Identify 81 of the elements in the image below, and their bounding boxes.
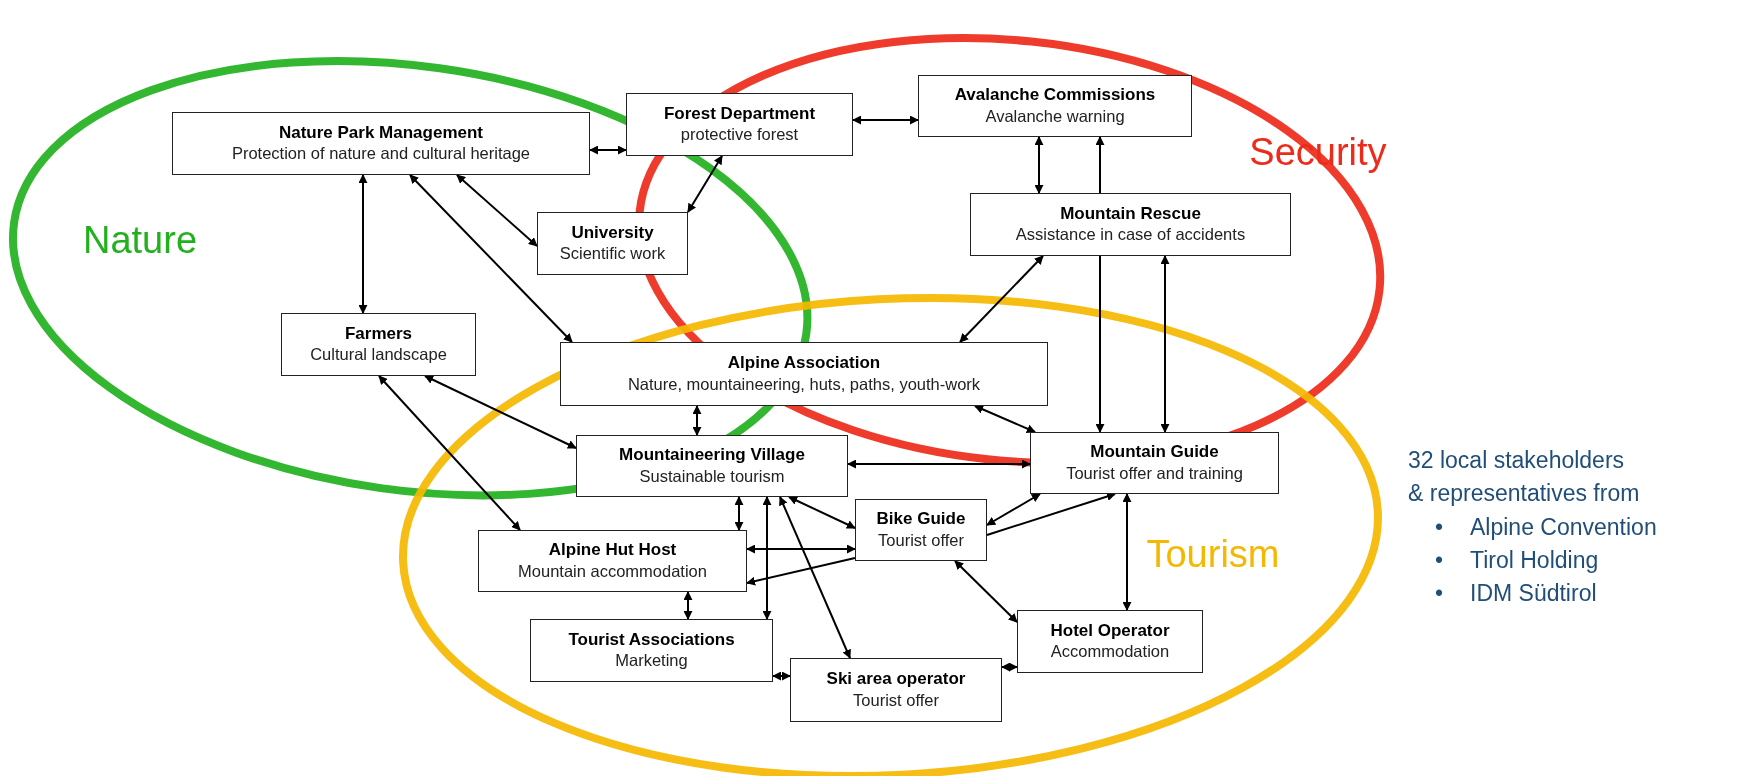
arrow xyxy=(852,115,919,125)
stakeholder-box xyxy=(970,193,1291,256)
arrow xyxy=(409,174,573,343)
domain-label: Tourism xyxy=(1146,535,1280,573)
stakeholder-role: Sustainable tourism xyxy=(639,465,785,487)
stakeholder-name: Mountain Rescue xyxy=(1060,204,1201,225)
arrow xyxy=(1160,255,1170,433)
stakeholder-role: Marketing xyxy=(615,650,688,671)
stakeholder-name: Forest Department xyxy=(663,104,816,125)
stakeholder-role: Assistance in case of accidents xyxy=(1015,224,1246,245)
arrow xyxy=(762,496,772,620)
note-text: & representatives from xyxy=(1408,479,1641,509)
arrow xyxy=(358,174,368,314)
bullet-item: IDM Südtirol xyxy=(1470,579,1597,609)
arrow xyxy=(986,492,1116,536)
stakeholder-box xyxy=(172,112,590,175)
arrow xyxy=(734,496,744,531)
stakeholder-name: University xyxy=(571,223,654,244)
bullet-item: Tirol Holding xyxy=(1470,546,1599,576)
stakeholder-name: Mountaineering Village xyxy=(619,445,805,466)
arrow xyxy=(959,255,1044,343)
stakeholder-box xyxy=(537,212,688,275)
stakeholder-name: Farmers xyxy=(344,324,413,345)
arrow xyxy=(746,557,856,586)
stakeholder-name: Alpine Association xyxy=(727,353,881,374)
stakeholder-name: Nature Park Management xyxy=(278,123,484,144)
domain-label: Nature xyxy=(82,221,197,259)
arrow xyxy=(456,174,538,247)
stakeholder-role: Mountain accommodation xyxy=(518,560,707,582)
arrow xyxy=(1095,136,1105,194)
stakeholder-role: Tourist offer xyxy=(878,529,964,551)
note-text: 32 local stakeholders xyxy=(1408,446,1626,475)
bullet-item: Alpine Convention xyxy=(1470,512,1657,542)
arrow xyxy=(974,405,1036,433)
stakeholder-role: protective forest xyxy=(680,124,799,145)
stakeholder-role: Cultural landscape xyxy=(310,344,447,365)
arrow xyxy=(954,560,1018,623)
stakeholder-role: Tourist offer xyxy=(853,689,939,711)
stakeholder-role: Tourist offer and training xyxy=(1066,462,1243,484)
arrow xyxy=(1095,255,1105,433)
arrow xyxy=(1034,136,1044,194)
stakeholder-name: Bike Guide xyxy=(876,509,966,530)
arrow xyxy=(687,155,723,213)
arrow xyxy=(772,671,791,681)
bullet-mark: • xyxy=(1433,579,1445,609)
arrow xyxy=(378,375,521,531)
bullet-mark: • xyxy=(1433,546,1445,576)
stakeholder-role: Scientific work xyxy=(559,243,666,264)
stakeholder-role: Protection of nature and cultural heritage xyxy=(231,143,531,164)
stakeholder-box xyxy=(790,658,1002,722)
arrow xyxy=(424,375,577,449)
stakeholder-role: Accommodation xyxy=(1050,641,1170,662)
arrow xyxy=(986,493,1041,526)
arrow xyxy=(683,591,693,620)
arrow xyxy=(589,145,627,155)
stakeholder-name: Alpine Hut Host xyxy=(548,540,677,561)
stakeholder-name: Ski area operator xyxy=(826,669,966,690)
arrow xyxy=(692,405,702,436)
arrow xyxy=(746,544,856,554)
stakeholder-box xyxy=(530,619,773,682)
stakeholder-name: Tourist Associations xyxy=(568,630,735,651)
stakeholder-box xyxy=(918,75,1192,137)
arrow xyxy=(847,459,1031,469)
stakeholder-name: Mountain Guide xyxy=(1090,442,1219,463)
arrow xyxy=(779,496,851,659)
arrow xyxy=(788,496,856,529)
arrow xyxy=(1122,493,1132,611)
stakeholder-box xyxy=(478,530,747,592)
stakeholder-name: Hotel Operator xyxy=(1050,621,1170,642)
arrow xyxy=(1001,662,1018,672)
stakeholder-role: Nature, mountaineering, huts, paths, youth-work xyxy=(627,373,981,395)
stakeholder-box xyxy=(855,499,987,561)
stakeholder-box xyxy=(560,342,1048,406)
stakeholder-box xyxy=(1030,432,1279,494)
stakeholder-box xyxy=(281,313,476,376)
stakeholder-box xyxy=(1017,610,1203,673)
stakeholder-box xyxy=(626,93,853,156)
stakeholder-role: Avalanche warning xyxy=(985,105,1125,127)
stakeholder-name: Avalanche Commissions xyxy=(954,85,1156,106)
bullet-mark: • xyxy=(1433,512,1445,542)
stakeholder-box xyxy=(576,435,848,497)
